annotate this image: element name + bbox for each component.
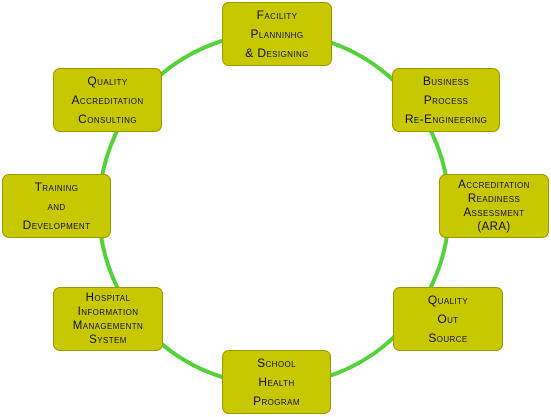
node-accreditation-readiness: Accreditation Readiness Assessment (ARA) [439, 174, 549, 238]
node-school-health: School Health Program [222, 350, 331, 414]
node-quality-out-source: Quality Out Source [393, 287, 503, 351]
node-hospital-information: Hospital Information Managementn System [53, 287, 163, 351]
node-training-development: Training and Development [2, 174, 111, 238]
node-facility-planning: Facility Planninhg & Designing [222, 2, 332, 66]
node-business-process: Business Process Re-Engineering [392, 68, 500, 132]
node-quality-accreditation: Quality Accreditation Consulting [53, 68, 162, 132]
